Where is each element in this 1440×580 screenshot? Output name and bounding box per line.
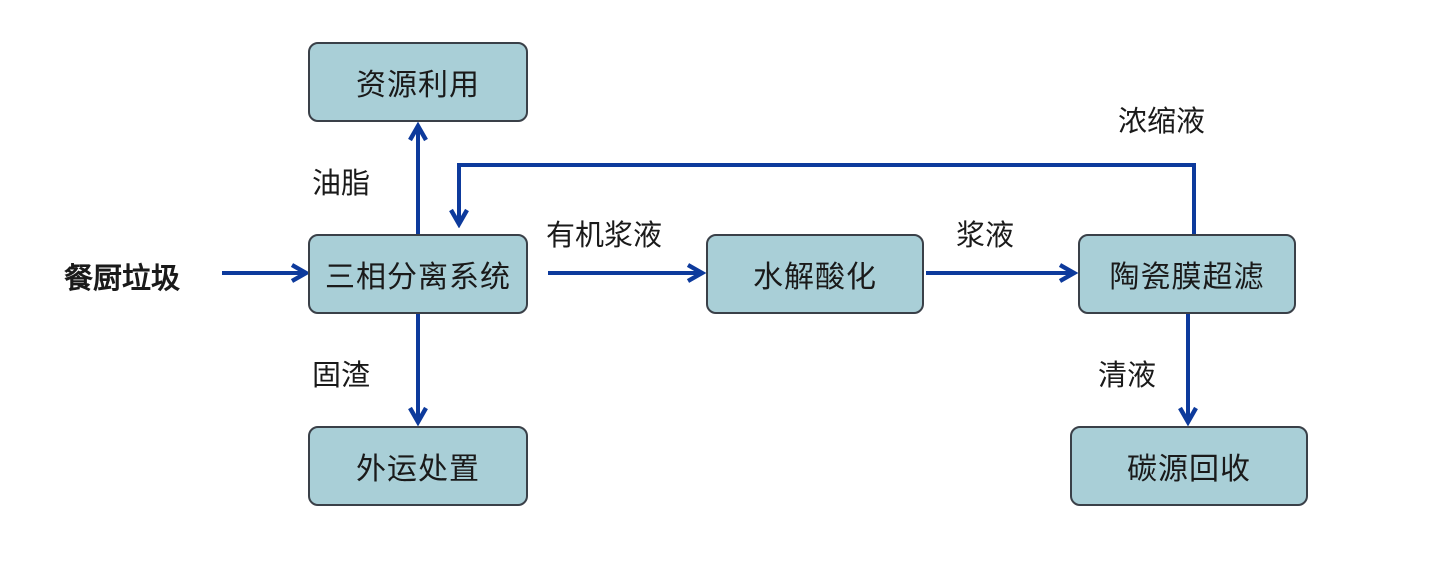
label-slurry: 浆液 — [956, 218, 1015, 252]
node-hydrolysis-acidification: 水解酸化 — [706, 234, 924, 314]
node-resource-use: 资源利用 — [308, 42, 528, 122]
node-carbon-recovery: 碳源回收 — [1070, 426, 1308, 506]
node-offsite-disposal: 外运处置 — [308, 426, 528, 506]
label-grease: 油脂 — [312, 166, 371, 200]
node-ceramic-ultrafiltration: 陶瓷膜超滤 — [1078, 234, 1296, 314]
label-clear-liquid: 清液 — [1098, 358, 1157, 392]
label-concentrate: 浓缩液 — [1118, 104, 1206, 138]
node-three-phase-separation: 三相分离系统 — [308, 234, 528, 314]
label-source-food-waste: 餐厨垃圾 — [64, 261, 181, 295]
label-organic-slurry: 有机浆液 — [546, 218, 663, 252]
arrow-concentrate-recycle — [459, 163, 1196, 236]
label-solid-residue: 固渣 — [312, 358, 371, 392]
